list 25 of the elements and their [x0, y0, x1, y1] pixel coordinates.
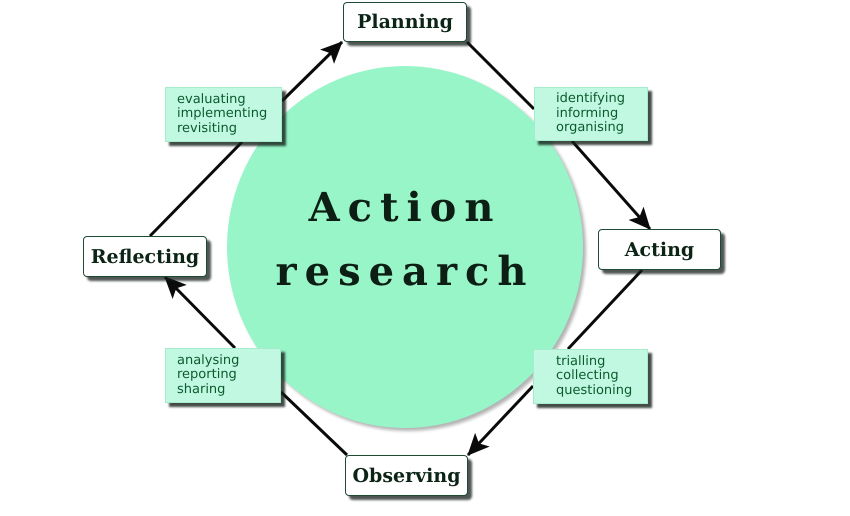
stage-box	[343, 2, 467, 42]
connector-line	[280, 390, 348, 456]
stage-label: Planning	[357, 11, 453, 33]
arrow	[570, 140, 652, 230]
activity-box	[165, 87, 282, 142]
connector-line	[466, 40, 536, 110]
activity-box	[165, 348, 281, 403]
stage-label: Reflecting	[90, 246, 200, 268]
activity-list: trialling collecting questioning	[556, 354, 632, 398]
arrow	[466, 384, 534, 456]
stage-box	[345, 455, 468, 496]
arrow	[164, 276, 236, 350]
activity-box	[534, 87, 648, 141]
arrow	[280, 40, 344, 102]
activity-list: analysing reporting sharing	[177, 354, 240, 398]
connector-line	[566, 268, 644, 350]
activity-list: identifying informing organising	[556, 92, 625, 136]
stage-box	[83, 236, 207, 277]
connector-line	[148, 140, 244, 238]
stage-label: Acting	[624, 238, 694, 260]
center-title: Action research	[276, 176, 534, 304]
activity-box	[533, 349, 648, 404]
activity-list: evaluating implementing revisiting	[177, 92, 268, 136]
stage-box	[598, 229, 721, 270]
stage-label: Observing	[352, 464, 460, 486]
